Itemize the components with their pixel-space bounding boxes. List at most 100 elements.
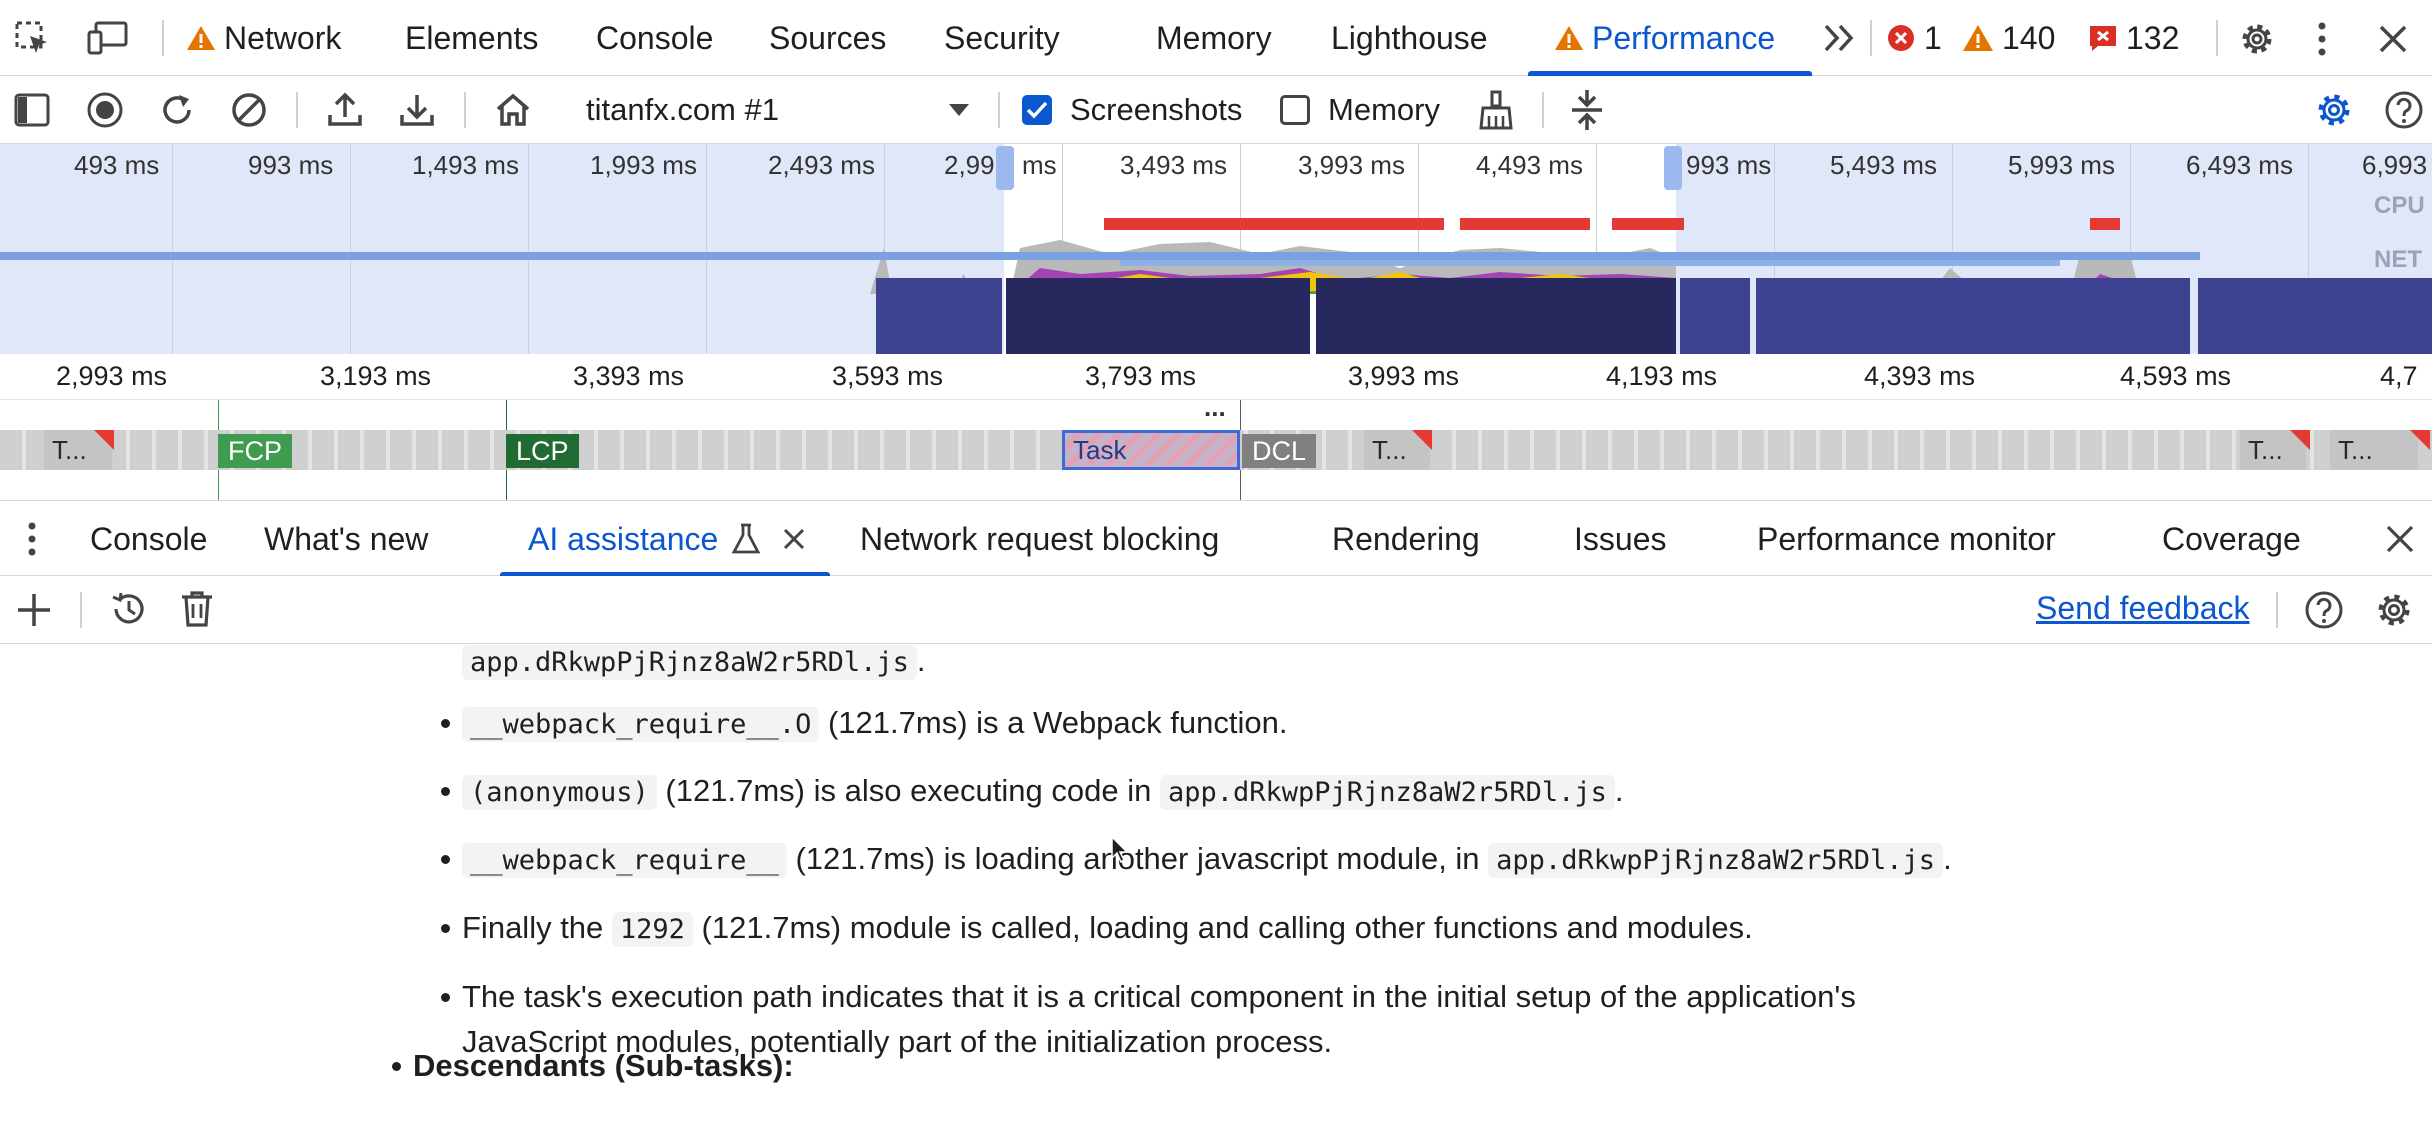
drawer-tab-console[interactable]: Console bbox=[90, 501, 207, 577]
tab-label: Coverage bbox=[2162, 520, 2301, 557]
main-thread-track[interactable]: ... T... FCP LCP Task DCL T... T... T... bbox=[0, 392, 2432, 500]
screenshot-thumbnail[interactable] bbox=[1316, 278, 1676, 354]
tab-label: Performance monitor bbox=[1757, 520, 2056, 557]
fcp-marker[interactable]: FCP bbox=[218, 434, 292, 468]
tab-console[interactable]: Console bbox=[596, 0, 713, 76]
warning-counter[interactable]: 140 bbox=[1962, 20, 2055, 56]
code-snippet: 1292 bbox=[611, 912, 693, 947]
capture-settings-gear-icon[interactable] bbox=[2314, 76, 2354, 144]
fcp-label: FCP bbox=[228, 435, 282, 466]
text: . bbox=[916, 644, 926, 678]
tab-label: Sources bbox=[769, 19, 887, 56]
long-task-flag bbox=[2290, 430, 2310, 450]
overview-time-label: 6,493 ms bbox=[2186, 150, 2293, 180]
ruler-time-label: 3,393 ms bbox=[573, 361, 685, 391]
tab-security[interactable]: Security bbox=[944, 0, 1060, 76]
selection-handle-left[interactable] bbox=[996, 146, 1014, 190]
tab-network[interactable]: Network bbox=[186, 0, 341, 76]
task-label: Task bbox=[1073, 434, 1127, 465]
memory-checkbox[interactable]: Memory bbox=[1280, 76, 1440, 144]
drawer-menu-kebab-icon[interactable] bbox=[26, 521, 38, 557]
inspect-element-icon[interactable] bbox=[14, 20, 50, 56]
reload-record-icon[interactable] bbox=[158, 76, 196, 144]
device-toolbar-icon[interactable] bbox=[86, 20, 130, 56]
selection-handle-right[interactable] bbox=[1664, 146, 1682, 190]
task-block[interactable]: T... bbox=[2240, 430, 2306, 470]
help-icon[interactable] bbox=[2304, 590, 2344, 630]
overview-time-label: 1,493 ms bbox=[412, 150, 519, 180]
task-selected[interactable]: Task bbox=[1062, 430, 1240, 470]
help-icon[interactable] bbox=[2384, 76, 2424, 144]
error-counter[interactable]: 1 bbox=[1886, 20, 1942, 56]
drawer-tab-network-request-blocking[interactable]: Network request blocking bbox=[860, 501, 1219, 577]
list-item: (anonymous) (121.7ms) is also executing … bbox=[462, 768, 1624, 816]
drawer-tab-rendering[interactable]: Rendering bbox=[1332, 501, 1480, 577]
close-tab-icon[interactable] bbox=[782, 527, 806, 551]
task-block[interactable]: T... bbox=[1364, 430, 1430, 470]
divider bbox=[162, 20, 164, 56]
clear-icon[interactable] bbox=[230, 76, 268, 144]
drawer-tab-ai-assistance[interactable]: AI assistance bbox=[499, 501, 831, 577]
dcl-marker[interactable]: DCL bbox=[1242, 434, 1317, 468]
code-snippet: __webpack_require__ bbox=[462, 843, 787, 878]
tab-elements[interactable]: Elements bbox=[405, 0, 538, 76]
task-label: T... bbox=[2338, 434, 2373, 465]
ruler-time-label: 3,593 ms bbox=[832, 361, 944, 391]
text: . bbox=[1614, 773, 1624, 808]
tab-performance[interactable]: Performance bbox=[1528, 0, 1812, 76]
delete-trash-icon[interactable] bbox=[180, 590, 214, 628]
tab-lighthouse[interactable]: Lighthouse bbox=[1331, 0, 1488, 76]
close-drawer-icon[interactable] bbox=[2386, 525, 2414, 553]
more-ellipsis[interactable]: ... bbox=[1204, 392, 1226, 422]
collapse-tracks-icon[interactable] bbox=[1568, 76, 1606, 144]
tab-sources[interactable]: Sources bbox=[769, 0, 886, 76]
more-tabs-chevron-icon[interactable] bbox=[1822, 22, 1856, 54]
issue-count: 132 bbox=[2126, 19, 2180, 56]
screenshot-thumbnail[interactable] bbox=[876, 278, 1002, 354]
long-task-flag bbox=[1412, 430, 1432, 450]
checkbox-unchecked-icon[interactable] bbox=[1280, 95, 1310, 125]
drawer-tab-whats-new[interactable]: What's new bbox=[264, 501, 428, 577]
recording-select[interactable]: titanfx.com #1 bbox=[586, 76, 976, 144]
close-devtools-icon[interactable] bbox=[2378, 24, 2408, 54]
download-profile-icon[interactable] bbox=[398, 76, 436, 144]
drawer-tab-coverage[interactable]: Coverage bbox=[2162, 501, 2301, 577]
screenshot-thumbnail[interactable] bbox=[2198, 278, 2432, 354]
more-options-kebab-icon[interactable] bbox=[2314, 20, 2330, 58]
drawer-tab-issues[interactable]: Issues bbox=[1574, 501, 1666, 577]
text: (121.7ms) is also executing code in bbox=[656, 773, 1160, 808]
tab-memory[interactable]: Memory bbox=[1156, 0, 1272, 76]
code-snippet: __webpack_require__.O bbox=[462, 707, 820, 742]
screenshot-thumbnail[interactable] bbox=[1006, 278, 1310, 354]
history-icon[interactable] bbox=[110, 590, 148, 628]
screenshot-thumbnail[interactable] bbox=[1680, 278, 1750, 354]
sidebar-toggle-icon[interactable] bbox=[14, 76, 50, 144]
new-chat-plus-icon[interactable] bbox=[16, 592, 52, 628]
lcp-marker[interactable]: LCP bbox=[506, 434, 579, 468]
task-label: T... bbox=[1372, 434, 1407, 465]
home-icon[interactable] bbox=[494, 76, 532, 144]
garbage-collect-broom-icon[interactable] bbox=[1478, 76, 1514, 144]
record-icon[interactable] bbox=[86, 76, 124, 144]
divider bbox=[296, 92, 298, 128]
send-feedback-link[interactable]: Send feedback bbox=[2036, 590, 2250, 626]
screenshot-thumbnail[interactable] bbox=[1756, 278, 2190, 354]
screenshots-checkbox[interactable]: Screenshots bbox=[1022, 76, 1242, 144]
issues-counter[interactable]: 132 bbox=[2088, 20, 2179, 56]
overview-time-label: 3,493 ms bbox=[1120, 150, 1227, 180]
checkbox-checked-icon[interactable] bbox=[1022, 95, 1052, 125]
task-block[interactable]: T... bbox=[2330, 430, 2418, 470]
settings-gear-icon[interactable] bbox=[2238, 20, 2276, 58]
upload-profile-icon[interactable] bbox=[326, 76, 364, 144]
settings-gear-icon[interactable] bbox=[2374, 590, 2414, 630]
drawer-tab-performance-monitor[interactable]: Performance monitor bbox=[1757, 501, 2056, 577]
ruler-time-label: 3,193 ms bbox=[320, 361, 432, 391]
experiment-flask-icon bbox=[732, 523, 761, 555]
timeline-overview[interactable]: 493 ms 993 ms 1,493 ms 1,993 ms 2,493 ms… bbox=[0, 144, 2432, 354]
overview-time-label: 493 ms bbox=[74, 150, 160, 180]
mouse-cursor-icon bbox=[1111, 836, 1128, 864]
bullet bbox=[441, 993, 450, 1002]
devtools-main-tabbar: Network Elements Console Sources Securit… bbox=[0, 0, 2432, 76]
overview-time-label: ms bbox=[1022, 150, 1057, 180]
overview-time-label: 2,493 ms bbox=[768, 150, 875, 180]
